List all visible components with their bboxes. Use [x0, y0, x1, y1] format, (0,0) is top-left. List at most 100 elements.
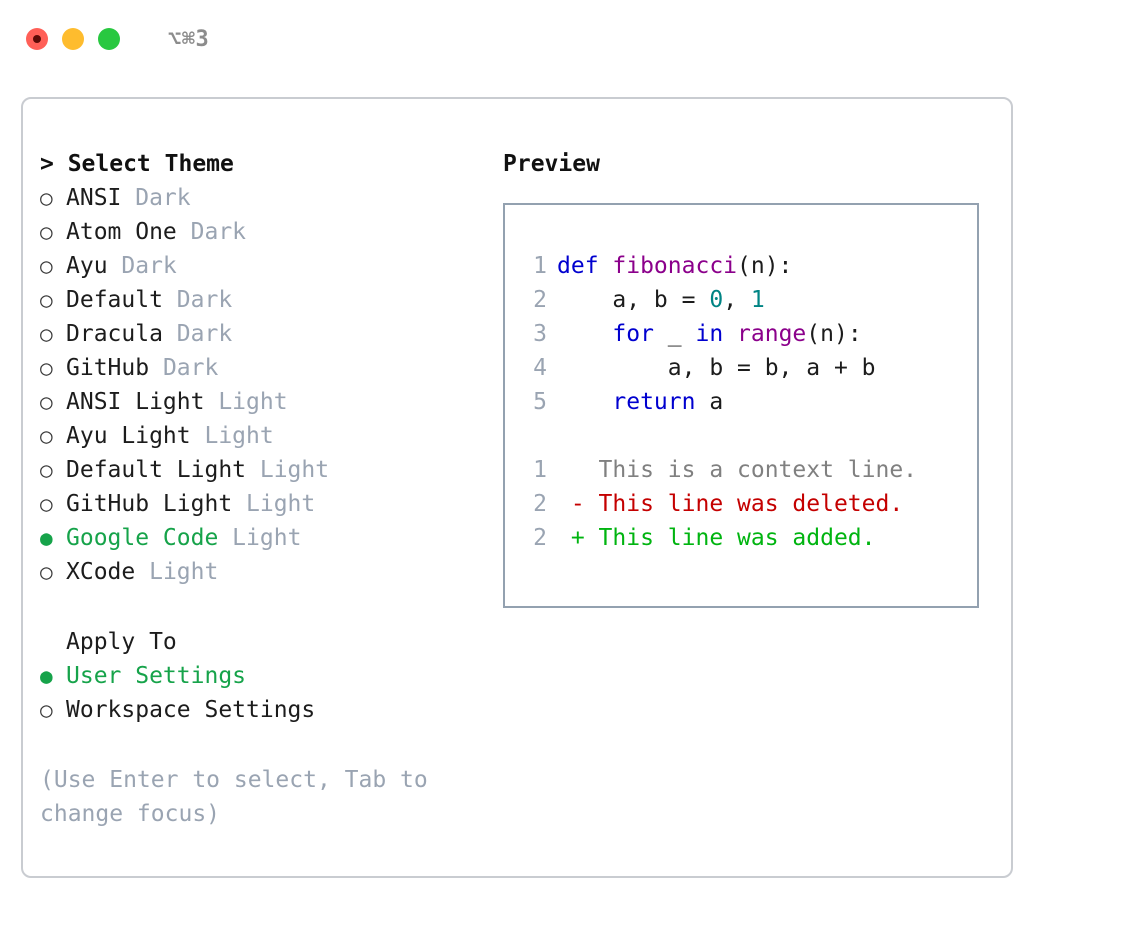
radio-selected-icon[interactable]: ● — [40, 664, 53, 688]
code-token: a, b = — [557, 287, 710, 313]
code-token: a — [695, 389, 724, 415]
theme-option-name: XCode — [66, 559, 136, 585]
code-token: _ — [653, 321, 696, 347]
theme-option-row[interactable]: ● Google Code Light — [40, 521, 503, 555]
theme-option-variant: Light — [246, 457, 330, 483]
radio-unselected-icon[interactable]: ○ — [40, 698, 53, 722]
code-token: 0 — [709, 287, 724, 313]
line-number: 3 — [533, 321, 547, 347]
theme-option-row[interactable]: ○ ANSI Dark — [40, 181, 503, 215]
theme-option-row[interactable]: ○ ANSI Light Light — [40, 385, 503, 419]
radio-unselected-icon[interactable]: ○ — [40, 560, 53, 584]
apply-to-option-row[interactable]: ○ Workspace Settings — [40, 693, 503, 727]
code-line: 2 a, b = 0, 1 — [521, 283, 977, 317]
main-panel: > Select Theme ○ANSI Dark○Atom One Dark○… — [21, 97, 1013, 878]
code-token: range — [737, 321, 807, 347]
apply-to-option-row[interactable]: ● User Settings — [40, 659, 503, 693]
close-icon[interactable] — [26, 28, 48, 50]
theme-option-variant: Light — [135, 559, 219, 585]
preview-header: Preview — [503, 151, 600, 177]
theme-option-variant: Dark — [162, 287, 233, 313]
line-number: 1 — [533, 253, 547, 279]
theme-option-row[interactable]: ○ Dracula Dark — [40, 317, 503, 351]
radio-unselected-icon[interactable]: ○ — [40, 492, 53, 516]
theme-option-name: Ayu — [66, 253, 108, 279]
minimize-icon[interactable] — [62, 28, 84, 50]
theme-option-variant: Light — [190, 423, 274, 449]
preview-diff-block: 1 This is a context line.2 - This line w… — [521, 453, 977, 555]
code-token: fibonacci — [612, 253, 738, 279]
radio-unselected-icon[interactable]: ○ — [40, 356, 53, 380]
preview-spacer — [521, 419, 977, 453]
code-token: - This line was deleted. — [557, 491, 904, 517]
theme-option-name: ANSI — [66, 185, 122, 211]
apply-to-option-name: User Settings — [66, 663, 247, 689]
theme-option-name: Dracula — [66, 321, 163, 347]
zoom-icon[interactable] — [98, 28, 120, 50]
code-token: def — [557, 253, 613, 279]
radio-unselected-icon[interactable]: ○ — [40, 186, 53, 210]
theme-option-name: Default Light — [66, 457, 247, 483]
code-token — [557, 321, 612, 347]
radio-unselected-icon[interactable]: ○ — [40, 220, 53, 244]
code-token — [723, 321, 737, 347]
apply-to-header: Apply To — [66, 629, 177, 655]
diff-line: 1 This is a context line. — [521, 453, 977, 487]
code-token: 1 — [750, 287, 765, 313]
theme-option-variant: Light — [232, 491, 316, 517]
theme-option-row[interactable]: ○ Default Dark — [40, 283, 503, 317]
line-number: 2 — [533, 491, 547, 517]
radio-unselected-icon[interactable]: ○ — [40, 458, 53, 482]
theme-option-variant: Dark — [176, 219, 247, 245]
code-line: 1 def fibonacci(n): — [521, 249, 977, 283]
select-theme-header: > Select Theme — [40, 151, 234, 177]
theme-option-name: Atom One — [66, 219, 177, 245]
code-token: (n): — [737, 253, 793, 279]
theme-option-row[interactable]: ○ Default Light Light — [40, 453, 503, 487]
theme-option-list[interactable]: ○ ANSI Dark ○ Atom One Dark ○ Ayu Dark ○ Defaul… — [40, 181, 503, 589]
line-number: 4 — [533, 355, 547, 381]
keyboard-hint-text: (Use Enter to select, Tab to change focu… — [40, 767, 442, 827]
line-number: 2 — [533, 525, 547, 551]
code-token: in — [695, 321, 724, 347]
theme-option-row[interactable]: ○ Ayu Dark — [40, 249, 503, 283]
code-token: a, b = b, a + b — [557, 355, 876, 381]
code-line: 3 for _ in range(n): — [521, 317, 977, 351]
code-line: 5 return a — [521, 385, 977, 419]
code-token: (n): — [806, 321, 862, 347]
theme-option-variant: Dark — [149, 355, 219, 381]
radio-unselected-icon[interactable]: ○ — [40, 288, 53, 312]
window-titlebar: ⌥⌘3 — [0, 0, 1140, 78]
theme-option-name: GitHub Light — [66, 491, 233, 517]
apply-to-option-list[interactable]: ● User Settings ○ Workspace Settings — [40, 659, 503, 727]
theme-option-row[interactable]: ○GitHub Dark — [40, 351, 503, 385]
theme-option-row[interactable]: ○ Atom One Dark — [40, 215, 503, 249]
radio-unselected-icon[interactable]: ○ — [40, 322, 53, 346]
traffic-lights — [26, 28, 120, 50]
radio-unselected-icon[interactable]: ○ — [40, 390, 53, 414]
code-token: This is a context line. — [557, 457, 918, 483]
code-token: , — [723, 287, 751, 313]
theme-selection-column: > Select Theme ○ANSI Dark○Atom One Dark○… — [23, 99, 503, 876]
theme-option-name: Google Code — [66, 525, 219, 551]
apply-to-option-name: Workspace Settings — [66, 697, 316, 723]
theme-option-name: ANSI Light — [66, 389, 205, 415]
theme-option-variant: Light — [204, 389, 288, 415]
theme-option-row[interactable]: ○ GitHub Light Light — [40, 487, 503, 521]
diff-line: 2 - This line was deleted. — [521, 487, 977, 521]
theme-option-row[interactable]: ○ XCode Light — [40, 555, 503, 589]
radio-unselected-icon[interactable]: ○ — [40, 424, 53, 448]
theme-option-variant: Dark — [121, 185, 191, 211]
line-number: 5 — [533, 389, 547, 415]
line-number: 2 — [533, 287, 547, 313]
radio-unselected-icon[interactable]: ○ — [40, 254, 53, 278]
theme-option-variant: Dark — [162, 321, 233, 347]
theme-option-name: Default — [66, 287, 163, 313]
theme-option-row[interactable]: ○Ayu Light Light — [40, 419, 503, 453]
theme-option-variant: Light — [218, 525, 302, 551]
theme-option-variant: Dark — [107, 253, 177, 279]
radio-selected-icon[interactable]: ● — [40, 526, 53, 550]
code-token: return — [612, 389, 696, 415]
code-token — [557, 389, 612, 415]
